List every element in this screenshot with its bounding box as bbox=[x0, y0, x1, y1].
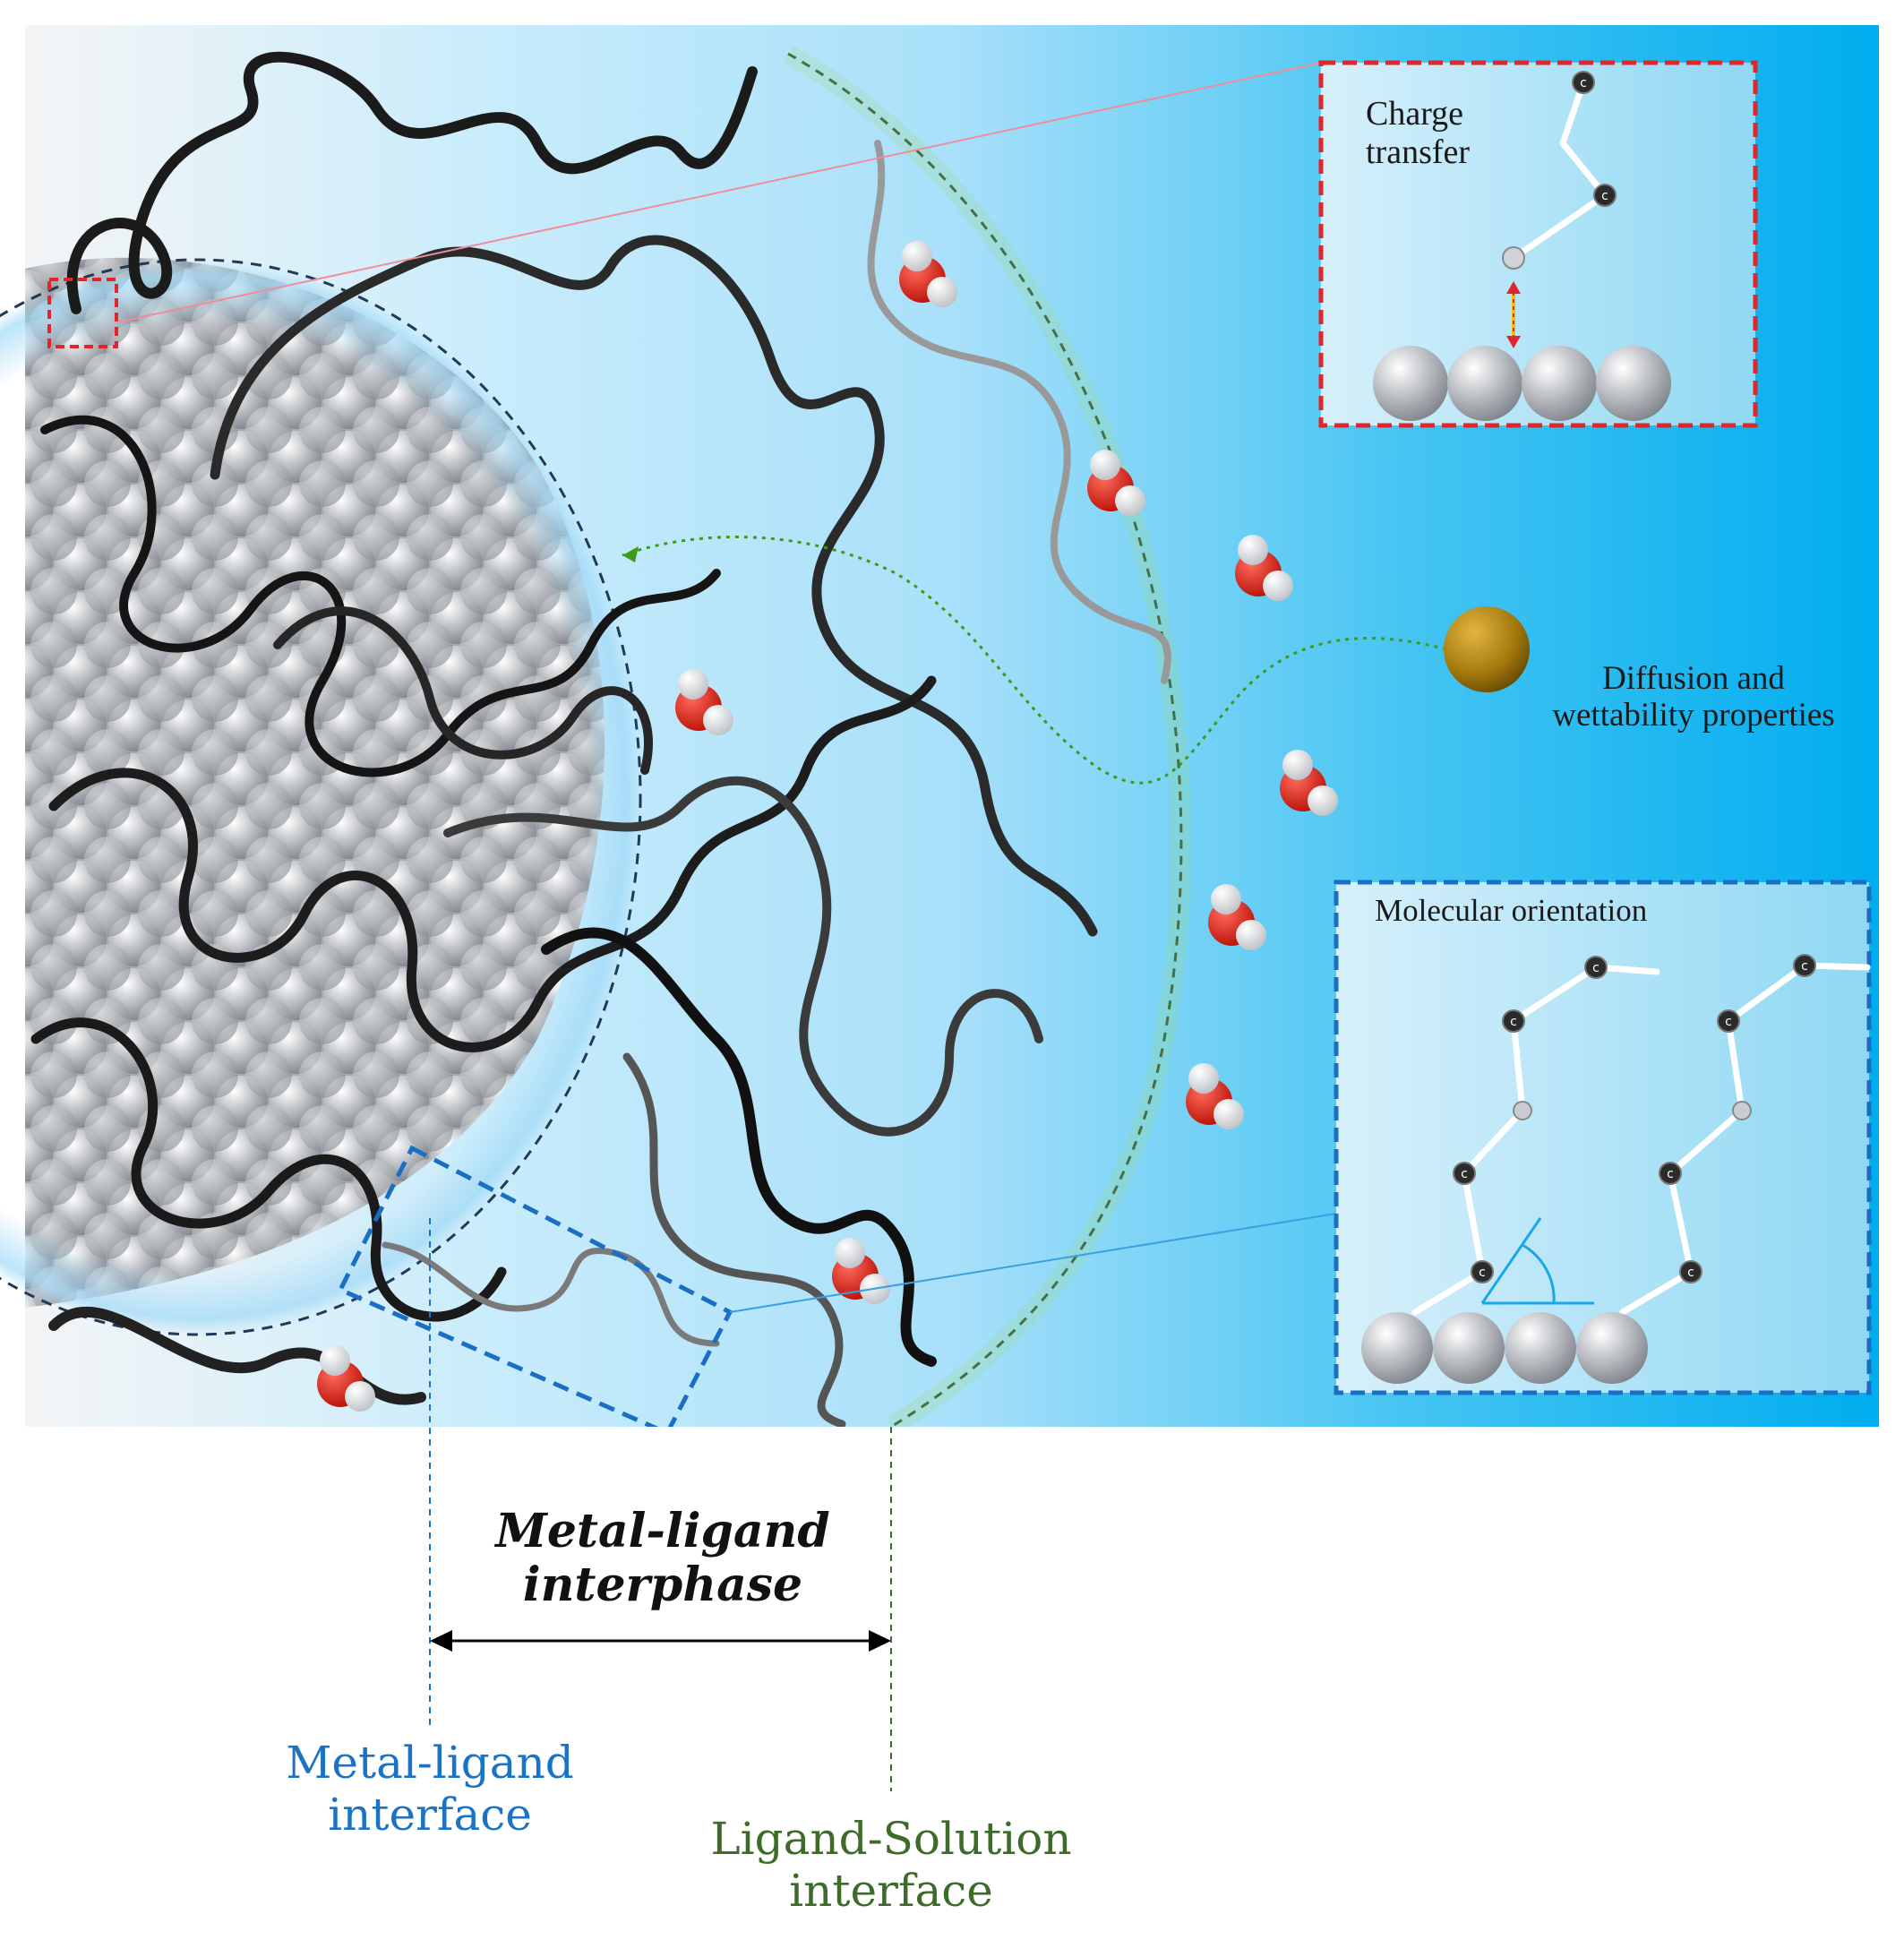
molecular-orientation-label: Molecular orientation bbox=[1375, 893, 1648, 928]
water-molecules bbox=[317, 241, 1338, 1412]
carbon-atom-label: c bbox=[1687, 1266, 1694, 1280]
water-molecule bbox=[1087, 450, 1145, 516]
charge-transfer-panel bbox=[1318, 60, 1758, 428]
carbon-atom-label: c bbox=[1580, 76, 1587, 90]
carbon-atom-label: c bbox=[1592, 961, 1600, 975]
carbon-atom-label: c bbox=[1479, 1266, 1486, 1280]
interphase-line1: Metal-ligand bbox=[495, 1504, 830, 1558]
carbon-atom: c bbox=[1453, 1162, 1476, 1185]
diffusion-line1: Diffusion and bbox=[1602, 660, 1785, 697]
orientation-carbons: c c c c c c c c bbox=[1453, 954, 1816, 1283]
carbon-atom: c bbox=[1717, 1009, 1740, 1033]
metal-interface-line2: interface bbox=[328, 1788, 532, 1841]
carbon-atom-label: c bbox=[1510, 1015, 1517, 1029]
carbon-atom: c bbox=[1793, 954, 1816, 977]
metal-ligand-interface-boundary bbox=[0, 260, 640, 1335]
diffusion-line2: wettability properties bbox=[1552, 697, 1835, 734]
metal-ligand-interface-label: Metal-ligand interface bbox=[224, 1737, 636, 1841]
carbon-atom-label: c bbox=[1667, 1167, 1674, 1181]
molecular-orientation-highlight bbox=[337, 1145, 733, 1437]
carbon-atom: c bbox=[1593, 184, 1617, 207]
carbon-atom: c bbox=[1572, 71, 1595, 94]
water-molecule bbox=[1186, 1063, 1244, 1129]
charge-transfer-highlight bbox=[47, 278, 118, 348]
ligand-solution-interface-label: Ligand-Solution interface bbox=[663, 1813, 1119, 1917]
water-molecule bbox=[1208, 884, 1266, 950]
charge-transfer-line2: transfer bbox=[1366, 133, 1471, 171]
carbon-atom: c bbox=[1502, 1009, 1525, 1033]
ligand-chains bbox=[30, 51, 1171, 1429]
water-molecule bbox=[675, 669, 733, 735]
carbon-atom-label: c bbox=[1725, 1015, 1732, 1029]
charge-transfer-line1: Charge bbox=[1366, 95, 1464, 133]
interphase-arrow bbox=[430, 1630, 891, 1652]
metal-ligand-interphase-label: Metal-ligand interphase bbox=[466, 1505, 860, 1612]
carbon-atom: c bbox=[1584, 956, 1608, 979]
charge-transfer-label: Charge transfer bbox=[1366, 95, 1470, 171]
diffusion-label: Diffusion and wettability properties bbox=[1501, 660, 1886, 734]
carbon-atom-label: c bbox=[1801, 959, 1808, 974]
water-molecule bbox=[899, 241, 957, 307]
metal-interface-line1: Metal-ligand bbox=[286, 1737, 574, 1789]
ligand-solution-interface-boundary bbox=[787, 52, 1183, 1429]
carbon-atom: c bbox=[1659, 1162, 1682, 1185]
solution-interface-line2: interface bbox=[789, 1864, 993, 1917]
water-molecule bbox=[1235, 535, 1293, 601]
diffusing-molecule bbox=[1444, 606, 1530, 692]
water-molecule bbox=[317, 1345, 375, 1412]
water-molecule bbox=[1280, 750, 1338, 816]
carbon-atom: c bbox=[1471, 1260, 1494, 1283]
interphase-line2: interphase bbox=[522, 1557, 803, 1612]
solution-interface-line1: Ligand-Solution bbox=[710, 1813, 1072, 1865]
carbon-atom-label: c bbox=[1461, 1167, 1468, 1181]
carbon-atom: c bbox=[1679, 1260, 1702, 1283]
charge-transfer-carbons: cc bbox=[1572, 71, 1617, 207]
carbon-atom-label: c bbox=[1601, 189, 1608, 203]
diffusion-path bbox=[622, 536, 1447, 785]
